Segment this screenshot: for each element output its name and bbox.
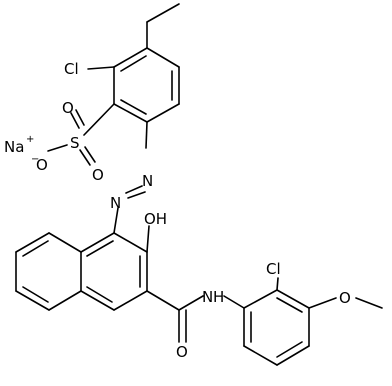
sulfur-label: S xyxy=(70,134,80,152)
upper-chloro-bond xyxy=(87,66,115,70)
lower-chloro-bond xyxy=(276,277,279,291)
azo-linkage xyxy=(113,121,148,234)
cl-upper-label: Cl xyxy=(64,60,79,78)
carbonyl-o-label: O xyxy=(176,343,188,361)
hydroxyl-bond xyxy=(146,225,150,253)
amide-n-label: N xyxy=(202,288,213,306)
cl-lower-label: Cl xyxy=(266,260,281,278)
upper-benzene-ring xyxy=(113,47,180,123)
naphthalene-right-ring xyxy=(80,232,148,311)
lower-benzene-ring xyxy=(243,289,310,366)
n-upper-label: N xyxy=(142,172,153,190)
sodium-charge: + xyxy=(26,134,34,145)
hydroxyl-label: OH xyxy=(144,210,167,228)
o-minus-charge: − xyxy=(31,154,39,165)
o-bottom-label: O xyxy=(92,166,104,184)
sulfonate-group xyxy=(47,103,115,166)
methoxy-o-label: O xyxy=(339,289,351,307)
ethyl-group xyxy=(146,3,180,49)
amide-group xyxy=(146,290,245,343)
o-minus-label: O xyxy=(36,156,48,174)
o-top-label: O xyxy=(62,99,74,117)
n-lower-label: N xyxy=(110,194,121,212)
naphthalene-left-ring xyxy=(15,232,82,311)
methoxy-group xyxy=(308,297,383,309)
amide-h-label: H xyxy=(213,288,224,306)
sodium-label: Na xyxy=(4,138,24,156)
